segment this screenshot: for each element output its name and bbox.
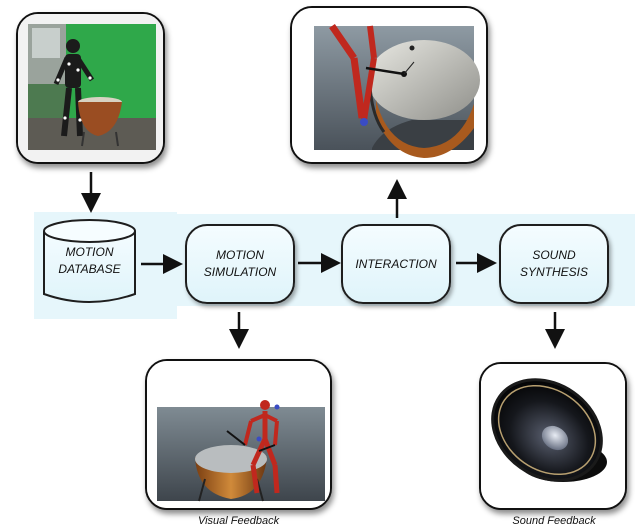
motion-database-label: MOTION DATABASE [58, 245, 121, 276]
database-cylinder-icon [43, 219, 136, 303]
sound-feedback-speaker-frame [479, 362, 627, 510]
motion-capture-photo [18, 14, 163, 162]
visual-feedback-render-frame [145, 359, 332, 510]
motion-database-node: MOTION DATABASE [42, 218, 137, 308]
visual-feedback-render [147, 361, 330, 508]
interaction-render-frame [290, 6, 488, 164]
loudspeaker-icon [481, 364, 625, 508]
interaction-node: INTERACTION [341, 224, 451, 304]
sound-synthesis-node: SOUND SYNTHESIS [499, 224, 609, 304]
motion-simulation-node: MOTION SIMULATION [185, 224, 295, 304]
visual-feedback-caption: Visual Feedback [197, 515, 280, 527]
motion-capture-photo-frame [16, 12, 165, 164]
sound-feedback-caption: Sound Feedback [512, 515, 596, 527]
interaction-render [292, 8, 486, 162]
